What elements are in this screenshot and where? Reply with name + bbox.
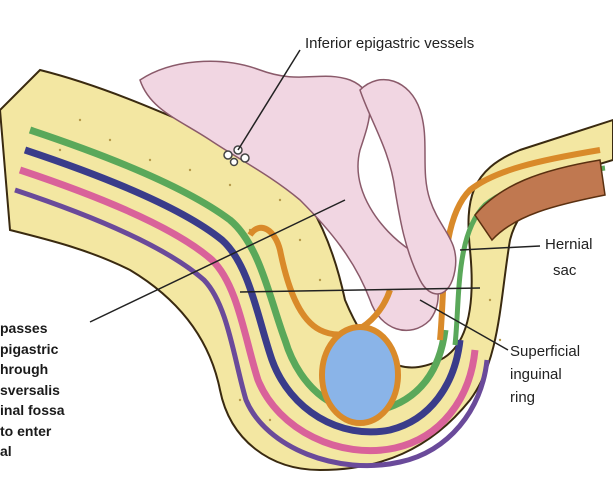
left-caption-line: inal fossa <box>0 400 100 421</box>
label-superficial-2: inguinal <box>510 366 562 384</box>
label-superficial-3: ring <box>510 389 535 407</box>
testis <box>322 327 398 423</box>
left-caption-line: sversalis <box>0 380 100 401</box>
label-inferior-epigastric: Inferior epigastric vessels <box>305 35 474 53</box>
left-caption: passes pigastric hrough sversalis inal f… <box>0 318 100 462</box>
left-caption-line: passes <box>0 318 100 339</box>
label-superficial-1: Superficial <box>510 343 580 361</box>
left-caption-line: hrough <box>0 359 100 380</box>
left-caption-line: pigastric <box>0 339 100 360</box>
left-caption-line: to enter <box>0 421 100 442</box>
left-caption-line: al <box>0 441 100 462</box>
label-hernial-sac-1: Hernial <box>545 236 593 254</box>
label-hernial-sac-2: sac <box>553 262 576 280</box>
